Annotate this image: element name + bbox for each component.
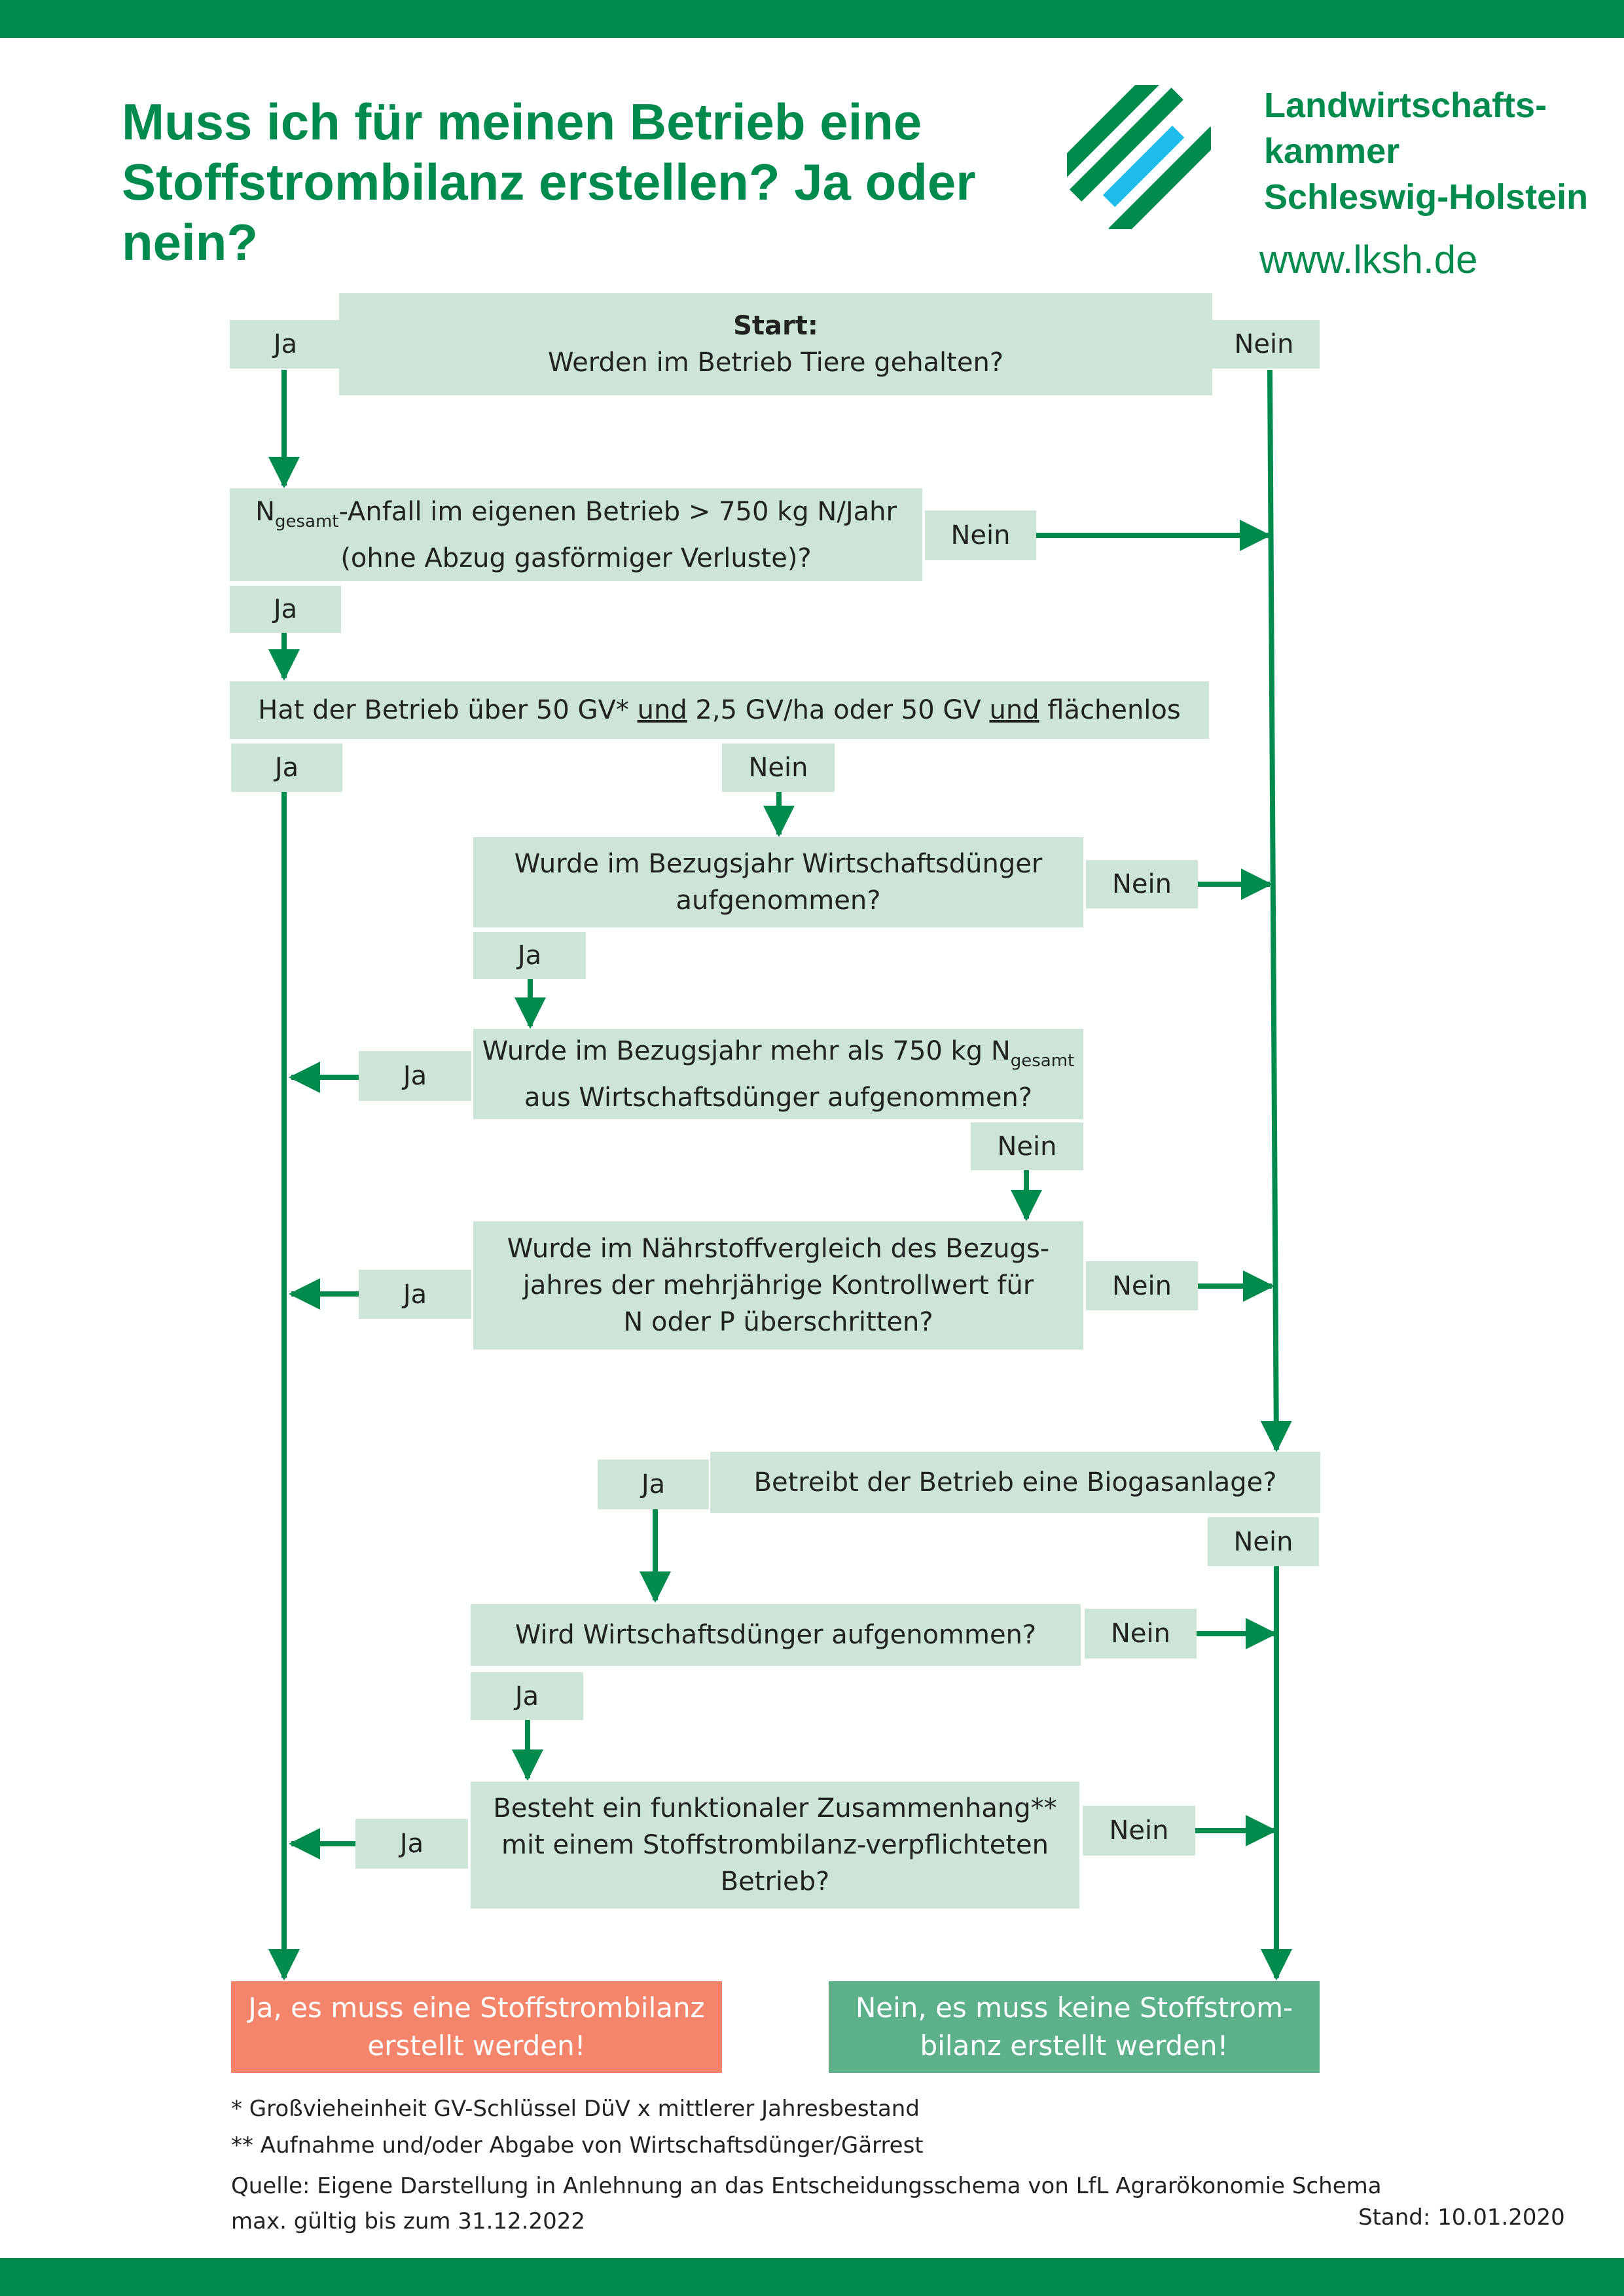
q6-ja-label: Ja xyxy=(359,1270,471,1319)
question-funktionaler-zusammenhang: Besteht ein funktionaler Zusammenhang** … xyxy=(471,1782,1079,1909)
q1-ja-label: Ja xyxy=(230,320,341,368)
q7-nein-label: Nein xyxy=(1208,1517,1319,1566)
q9-text-1: Besteht ein funktionaler Zusammenhang** xyxy=(493,1793,1057,1823)
q9-ja-label: Ja xyxy=(355,1819,468,1869)
question-gv-count: Hat der Betrieb über 50 GV* und 2,5 GV/h… xyxy=(230,681,1209,739)
q4-text-2: aufgenommen? xyxy=(676,886,881,916)
q5-text-2: aus Wirtschaftsdünger aufgenommen? xyxy=(524,1082,1033,1113)
result-yes-text-2: erstellt werden! xyxy=(367,2030,586,2062)
top-bar xyxy=(0,0,1624,38)
question-animals-text: Werden im Betrieb Tiere gehalten? xyxy=(547,348,1004,378)
gv-und-2: und xyxy=(989,695,1039,725)
title-line-2: Stoffstrombilanz erstellen? Ja oder nein… xyxy=(122,153,976,271)
question-start-animals: Start: Werden im Betrieb Tiere gehalten? xyxy=(339,293,1212,395)
q6-text-3: N oder P überschritten? xyxy=(623,1307,933,1337)
q5-subscript: gesamt xyxy=(1010,1050,1075,1071)
bottom-bar xyxy=(0,2258,1624,2296)
result-yes-text-1: Ja, es muss eine Stoffstrombilanz xyxy=(248,1992,705,2024)
q2-ja-label: Ja xyxy=(230,586,341,633)
question-kontrollwert: Wurde im Nährstoffvergleich des Bezugs- … xyxy=(473,1221,1083,1350)
q8-nein-label: Nein xyxy=(1085,1609,1197,1659)
n-subscript: gesamt xyxy=(275,511,339,531)
question-n-anfall: Ngesamt-Anfall im eigenen Betrieb > 750 … xyxy=(230,488,922,581)
q4-text-1: Wurde im Bezugsjahr Wirtschaftsdünger xyxy=(514,849,1043,879)
q4-nein-label: Nein xyxy=(1086,860,1198,908)
gv-text-3: flächenlos xyxy=(1039,695,1181,725)
q4-ja-label: Ja xyxy=(473,932,586,979)
q6-nein-label: Nein xyxy=(1086,1261,1198,1310)
gv-text-1: Hat der Betrieb über 50 GV* xyxy=(258,695,638,725)
q6-text-2: jahres der mehrjährige Kontrollwert für xyxy=(522,1270,1034,1300)
question-biogasanlage: Betreibt der Betrieb eine Biogasanlage? xyxy=(710,1452,1320,1513)
n-symbol: N xyxy=(255,496,275,527)
result-no-box: Nein, es muss keine Stoffstrom- bilanz e… xyxy=(829,1981,1320,2073)
q9-nein-label: Nein xyxy=(1083,1806,1195,1856)
lksh-logo-icon xyxy=(1067,85,1211,229)
q1-nein-label: Nein xyxy=(1208,320,1320,368)
org-line-2: kammer xyxy=(1264,132,1400,171)
q3-nein-label: Nein xyxy=(722,744,835,792)
org-line-1: Landwirtschafts- xyxy=(1264,86,1547,125)
start-label: Start: xyxy=(733,311,818,341)
footnote-gv: * Großvieheinheit GV-Schlüssel DüV x mit… xyxy=(231,2096,920,2122)
org-line-3: Schleswig-Holstein xyxy=(1264,177,1589,217)
question-mehr-als-750kg: Wurde im Bezugsjahr mehr als 750 kg Nges… xyxy=(473,1029,1083,1119)
result-no-text-2: bilanz erstellt werden! xyxy=(920,2030,1229,2062)
q6-text-1: Wurde im Nährstoffvergleich des Bezugs- xyxy=(507,1234,1050,1264)
question-wirtschaftsduenger-aufgenommen: Wurde im Bezugsjahr Wirtschaftsdünger au… xyxy=(473,837,1083,927)
q8-ja-label: Ja xyxy=(471,1672,583,1720)
q9-text-3: Betrieb? xyxy=(720,1867,830,1897)
q5-nein-label: Nein xyxy=(971,1122,1083,1170)
website-link[interactable]: www.lksh.de xyxy=(1259,238,1478,281)
result-no-text-1: Nein, es muss keine Stoffstrom- xyxy=(855,1992,1293,2024)
q5-text-1: Wurde im Bezugsjahr mehr als 750 kg N xyxy=(482,1035,1011,1066)
q3-ja-label: Ja xyxy=(231,744,342,792)
q7-text: Betreibt der Betrieb eine Biogasanlage? xyxy=(753,1467,1277,1498)
question-wd-aufgenommen: Wird Wirtschaftsdünger aufgenommen? xyxy=(471,1604,1081,1666)
q5-ja-label: Ja xyxy=(359,1051,471,1101)
title-line-1: Muss ich für meinen Betrieb eine xyxy=(122,93,922,151)
organization-name: Landwirtschafts- kammer Schleswig-Holste… xyxy=(1264,82,1588,220)
n-anfall-text: -Anfall im eigenen Betrieb > 750 kg N/Ja… xyxy=(338,496,897,527)
source-line-2: max. gültig bis zum 31.12.2022 xyxy=(231,2208,585,2234)
page-title: Muss ich für meinen Betrieb eine Stoffst… xyxy=(122,92,1104,272)
gv-und-1: und xyxy=(637,695,687,725)
result-yes-box: Ja, es muss eine Stoffstrombilanz erstel… xyxy=(231,1981,722,2073)
q7-ja-label: Ja xyxy=(598,1460,709,1509)
q8-text: Wird Wirtschaftsdünger aufgenommen? xyxy=(514,1620,1037,1650)
footnote-aufnahme: ** Aufnahme und/oder Abgabe von Wirtscha… xyxy=(231,2132,924,2159)
q2-nein-label: Nein xyxy=(925,511,1036,560)
gv-text-2: 2,5 GV/ha oder 50 GV xyxy=(687,695,990,725)
n-anfall-text-2: (ohne Abzug gasförmiger Verluste)? xyxy=(340,543,812,573)
date-stand: Stand: 10.01.2020 xyxy=(1358,2204,1565,2231)
source-line-1: Quelle: Eigene Darstellung in Anlehnung … xyxy=(231,2173,1382,2199)
q9-text-2: mit einem Stoffstrombilanz-verpflichtete… xyxy=(501,1830,1049,1860)
